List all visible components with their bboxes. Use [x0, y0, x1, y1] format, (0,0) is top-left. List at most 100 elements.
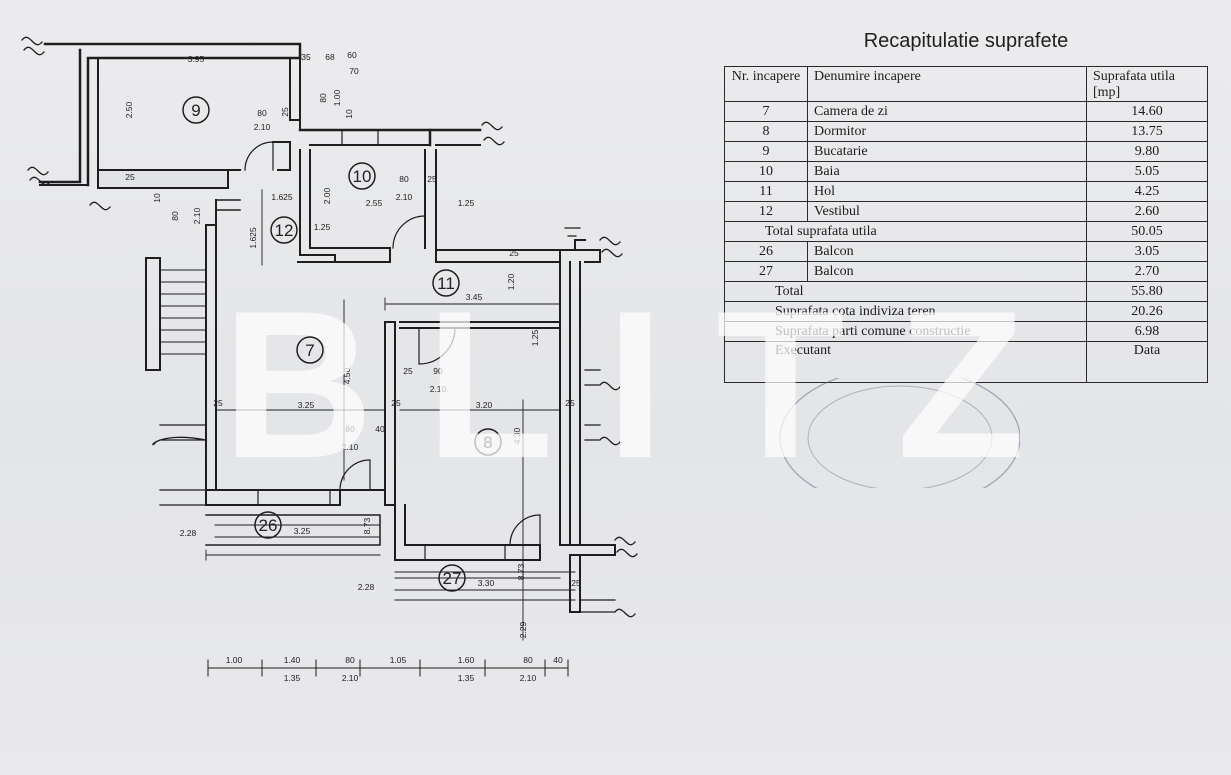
dimension-label: 1.05: [390, 655, 407, 665]
dimension-label: 80: [318, 93, 328, 103]
dimension-label: 25: [280, 107, 290, 117]
total-label: Total: [724, 281, 1087, 302]
floor-plan-drawing: 9 10 12 11 7 8 26 27 3.95 2.50 80 2.10 3…: [21, 36, 638, 683]
dimension-label: 1.00: [332, 89, 342, 106]
dimension-label: 2.10: [254, 122, 271, 132]
dimension-label: 1.20: [506, 273, 516, 290]
dimension-label: 2.00: [322, 187, 332, 204]
dimension-label: 1.35: [284, 673, 301, 683]
dimension-label: 80: [345, 424, 355, 434]
total-useful-label: Total suprafata utila: [724, 221, 1087, 242]
balcony-nr: 26: [724, 241, 808, 262]
room-nr: 12: [724, 201, 808, 222]
watermark-logo: BLITZ: [222, 300, 1022, 470]
dimension-label: 3.95: [188, 54, 205, 64]
total-value: 55.80: [1086, 281, 1208, 302]
stamp-seal: [779, 378, 1020, 488]
dimension-label: 80: [345, 655, 355, 665]
room-label: 7: [305, 341, 314, 360]
dimension-label: 2.10: [342, 673, 359, 683]
dimension-label: 2.28: [358, 582, 375, 592]
dimension-label: 1.625: [248, 227, 258, 249]
balcony-area: 3.05: [1086, 241, 1208, 262]
room-label: 8: [483, 433, 492, 452]
dimension-label: 8.73: [362, 517, 372, 534]
room-area: 5.05: [1086, 161, 1208, 182]
executant-row: Executant Data: [724, 341, 1208, 383]
dimension-label: 2.10: [430, 384, 447, 394]
table-header-row: Nr. incapere Denumire incapere Suprafata…: [724, 66, 1208, 102]
room-nr: 8: [724, 121, 808, 142]
dimension-label: 2.50: [124, 101, 134, 118]
dimension-label: 2.10: [192, 207, 202, 224]
balcony-name: Balcon: [807, 261, 1087, 282]
room-name: Hol: [807, 181, 1087, 202]
dimension-label: 1.25: [314, 222, 331, 232]
balcony-nr: 27: [724, 261, 808, 282]
balcony-area: 2.70: [1086, 261, 1208, 282]
dimension-label: 1.60: [458, 655, 475, 665]
dimension-label: 25: [509, 248, 519, 258]
dimension-label: 3.45: [466, 292, 483, 302]
dimension-label: 2.10: [396, 192, 413, 202]
table-row: 10 Baia 5.05: [724, 161, 1208, 182]
dimension-label: 25: [391, 398, 401, 408]
dimension-label: 1.00: [226, 655, 243, 665]
header-name: Denumire incapere: [807, 66, 1087, 102]
dimension-label: 80: [399, 174, 409, 184]
date-label: Data: [1086, 341, 1208, 383]
dimension-label: 3.25: [298, 400, 315, 410]
dimension-label: 25: [213, 398, 223, 408]
total-useful-value: 50.05: [1086, 221, 1208, 242]
dimension-label: 1.625: [271, 192, 293, 202]
room-name: Dormitor: [807, 121, 1087, 142]
executant-label: Executant: [724, 341, 1087, 383]
room-nr: 10: [724, 161, 808, 182]
dimension-label: 4.30: [512, 427, 522, 444]
dimension-label: 3.25: [294, 526, 311, 536]
room-area: 2.60: [1086, 201, 1208, 222]
room-area: 13.75: [1086, 121, 1208, 142]
dimension-label: 80: [170, 211, 180, 221]
room-nr: 11: [724, 181, 808, 202]
room-label: 26: [259, 516, 278, 535]
land-share-row: Suprafata cota indiviza teren 20.26: [724, 301, 1208, 322]
room-label: 12: [275, 221, 294, 240]
dimension-label: 25: [403, 366, 413, 376]
dimension-label: 10: [344, 109, 354, 119]
dimension-label: 68: [325, 52, 335, 62]
dimension-label: 25: [125, 172, 135, 182]
header-nr: Nr. incapere: [724, 66, 808, 102]
dimension-label: 2.28: [180, 528, 197, 538]
recap-table: Nr. incapere Denumire incapere Suprafata…: [724, 66, 1208, 383]
dimension-label: 80: [523, 655, 533, 665]
dimension-label: 2.10: [342, 442, 359, 452]
header-area: Suprafata utila [mp]: [1086, 66, 1208, 102]
common-parts-value: 6.98: [1086, 321, 1208, 342]
dimension-label: 25: [565, 398, 575, 408]
total-useful-row: Total suprafata utila 50.05: [724, 221, 1208, 242]
dimension-label: 90: [433, 366, 443, 376]
table-title: Recapitulatie suprafete: [863, 30, 1069, 52]
room-label: 27: [443, 569, 462, 588]
dimension-label: 3.30: [478, 578, 495, 588]
room-label: 10: [353, 167, 372, 186]
dimension-label: 1.25: [458, 198, 475, 208]
land-share-value: 20.26: [1086, 301, 1208, 322]
table-row: 9 Bucatarie 9.80: [724, 141, 1208, 162]
dimension-label: 80: [257, 108, 267, 118]
dimension-label: 8.73: [516, 563, 526, 580]
land-share-label: Suprafata cota indiviza teren: [724, 301, 1087, 322]
room-area: 9.80: [1086, 141, 1208, 162]
dimension-label: 4.50: [342, 367, 352, 384]
dimension-label: 25: [427, 174, 437, 184]
room-area: 4.25: [1086, 181, 1208, 202]
dimension-label: 2.10: [520, 673, 537, 683]
table-row: 12 Vestibul 2.60: [724, 201, 1208, 222]
table-row: 26 Balcon 3.05: [724, 241, 1208, 262]
dimension-label: 2.29: [518, 621, 528, 638]
dimension-label: 1.40: [284, 655, 301, 665]
dimension-label: 25: [571, 578, 581, 588]
dimension-label: 60: [347, 50, 357, 60]
table-row: 11 Hol 4.25: [724, 181, 1208, 202]
